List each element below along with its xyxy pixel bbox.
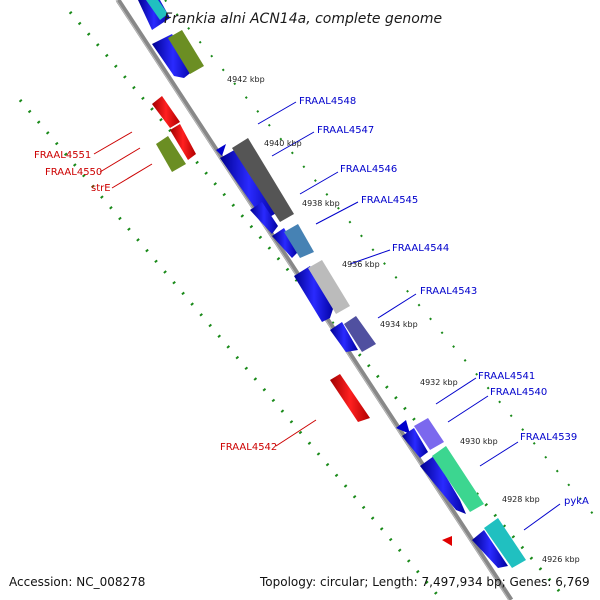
gene-label-fraal4547[interactable]: FRAAL4547 — [317, 125, 374, 136]
feature-block-cyan[interactable] — [146, 0, 168, 20]
gene-label-fraal4541[interactable]: FRAAL4541 — [478, 371, 535, 382]
gene-reverse[interactable] — [170, 124, 196, 160]
kbp-tick-label: 4932 kbp — [420, 378, 458, 387]
gene-forward[interactable] — [294, 266, 334, 322]
feature-blocks — [146, 0, 526, 568]
kbp-tick-label: 4934 kbp — [380, 320, 418, 329]
outer-dotted-track — [68, 11, 567, 599]
forward-leaders — [257, 101, 561, 531]
feature-block-darkgray[interactable] — [232, 138, 294, 222]
gene-label-fraal4550[interactable]: FRAAL4550 — [45, 167, 102, 178]
gene-forward[interactable] — [402, 428, 428, 458]
gene-reverse[interactable] — [442, 536, 452, 546]
gene-label-fraal4540[interactable]: FRAAL4540 — [490, 387, 547, 398]
gene-forward[interactable] — [396, 420, 410, 434]
gene-forward[interactable] — [152, 34, 194, 78]
kbp-tick-label: 4938 kbp — [302, 199, 340, 208]
gene-label-fraal4544[interactable]: FRAAL4544 — [392, 243, 449, 254]
gene-label-fraal4545[interactable]: FRAAL4545 — [361, 195, 418, 206]
kbp-tick-label: 4942 kbp — [227, 75, 265, 84]
gene-forward[interactable] — [330, 322, 358, 352]
feature-block-lightgray[interactable] — [308, 260, 350, 314]
gene-forward[interactable] — [272, 228, 298, 258]
feature-block-spring[interactable] — [432, 446, 484, 512]
reverse-genes — [152, 96, 452, 546]
gene-label-stre[interactable]: strE — [91, 183, 111, 194]
feature-block-cyan[interactable] — [484, 518, 526, 568]
gene-label-fraal4539[interactable]: FRAAL4539 — [520, 432, 577, 443]
gene-forward[interactable] — [220, 148, 278, 218]
feature-block-olive[interactable] — [168, 30, 204, 74]
gene-label-fraal4548[interactable]: FRAAL4548 — [299, 96, 356, 107]
gene-reverse[interactable] — [330, 374, 370, 422]
gene-reverse[interactable] — [152, 96, 180, 128]
gene-label-pyka[interactable]: pykA — [564, 496, 589, 507]
forward-genes — [138, 0, 508, 568]
kbp-tick-label: 4930 kbp — [460, 437, 498, 446]
gene-forward[interactable] — [420, 456, 466, 514]
feature-block-steel[interactable] — [284, 224, 314, 258]
feature-block-olive[interactable] — [156, 136, 186, 172]
gene-forward[interactable] — [216, 144, 226, 156]
gene-label-fraal4542[interactable]: FRAAL4542 — [220, 442, 277, 453]
kbp-tick-label: 4936 kbp — [342, 260, 380, 269]
kbp-tick-label: 4940 kbp — [264, 139, 302, 148]
genome-title: Frankia alni ACN14a, complete genome — [164, 11, 442, 27]
gene-label-fraal4543[interactable]: FRAAL4543 — [420, 286, 477, 297]
gene-label-fraal4546[interactable]: FRAAL4546 — [340, 164, 397, 175]
kbp-tick-label: 4926 kbp — [542, 555, 580, 564]
feature-block-lavender[interactable] — [414, 418, 444, 450]
accession-text: Accession: NC_008278 — [9, 575, 145, 589]
feature-block-slate[interactable] — [344, 316, 376, 352]
reverse-leaders — [93, 131, 317, 447]
gene-label-fraal4551[interactable]: FRAAL4551 — [34, 150, 91, 161]
kbp-tick-label: 4928 kbp — [502, 495, 540, 504]
gene-forward[interactable] — [250, 202, 278, 234]
gene-forward[interactable] — [472, 530, 508, 568]
topology-text: Topology: circular; Length: 7,497,934 bp… — [259, 575, 590, 589]
